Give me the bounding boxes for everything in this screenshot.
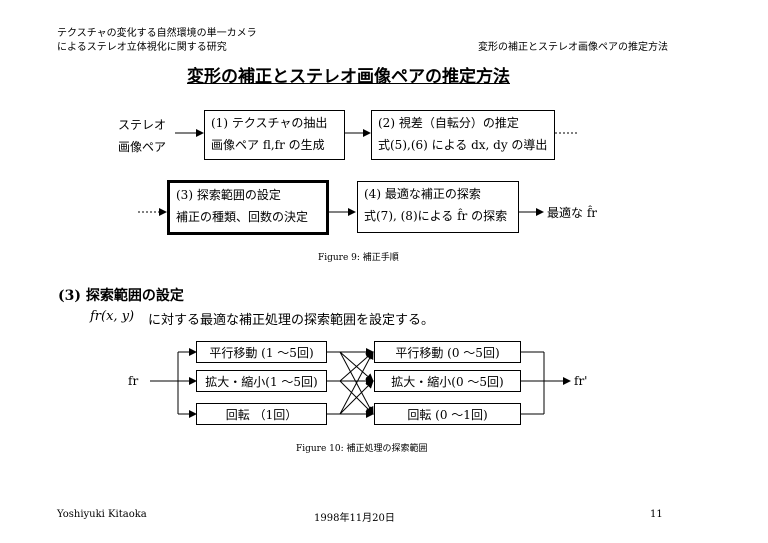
- right-box-scaling: 拡大・縮小(0 〜5回): [374, 370, 521, 392]
- left-box-translation: 平行移動 (1 〜5回): [196, 341, 327, 363]
- flow-box-4-line2: 式(7), (8)による f̂r の探索: [364, 209, 508, 223]
- flow-output-label: 最適な f̂r: [547, 206, 597, 220]
- flow-box-3-line1: (3) 探索範囲の設定: [176, 188, 281, 202]
- figure-9-caption: Figure 9: 補正手順: [318, 253, 399, 263]
- section-description: に対する最適な補正処理の探索範囲を設定する。: [148, 313, 435, 328]
- section-heading: (3) 探索範囲の設定: [58, 288, 184, 304]
- left-box-scaling: 拡大・縮小(1 〜5回): [196, 370, 327, 392]
- left-box-rotation: 回転 （1回）: [196, 403, 327, 425]
- figure-10-caption: Figure 10: 補正処理の探索範囲: [296, 444, 428, 454]
- right-box-translation: 平行移動 (0 〜5回): [374, 341, 521, 363]
- flow-box-1-line1: (1) テクスチャの抽出: [211, 116, 328, 130]
- flow-box-3-line2: 補正の種類、回数の決定: [176, 210, 309, 224]
- page-title: 変形の補正とステレオ画像ペアの推定方法: [187, 67, 510, 87]
- flow-box-2-line2: 式(5),(6) による dx, dy の導出: [378, 138, 548, 152]
- flow-box-3: (3) 探索範囲の設定 補正の種類、回数の決定: [167, 180, 329, 235]
- flow-box-1-line2: 画像ペア fl,fr の生成: [211, 138, 325, 152]
- flow-input-label-2: 画像ペア: [118, 140, 167, 154]
- search-output-label: fr': [574, 374, 588, 388]
- flow-input-label-1: ステレオ: [118, 118, 167, 132]
- header-left-line1: テクスチャの変化する自然環境の単一カメラ: [57, 28, 257, 39]
- flow-box-2-line1: (2) 視差（自転分）の推定: [378, 116, 519, 130]
- header-right: 変形の補正とステレオ画像ペアの推定方法: [478, 42, 668, 53]
- flow-box-2: (2) 視差（自転分）の推定 式(5),(6) による dx, dy の導出: [371, 110, 555, 160]
- flow-box-4-line1: (4) 最適な補正の探索: [364, 187, 481, 201]
- footer-author: Yoshiyuki Kitaoka: [57, 509, 147, 520]
- flow-box-4: (4) 最適な補正の探索 式(7), (8)による f̂r の探索: [357, 181, 519, 233]
- header-left-line2: によるステレオ立体視化に関する研究: [57, 42, 227, 53]
- footer-date: 1998年11月20日: [314, 513, 395, 524]
- search-input-label: fr: [128, 374, 139, 388]
- right-box-rotation: 回転 (0 〜1回): [374, 403, 521, 425]
- section-formula: fr(x, y): [90, 309, 135, 324]
- footer-page-number: 11: [650, 509, 663, 520]
- flow-box-1: (1) テクスチャの抽出 画像ペア fl,fr の生成: [204, 110, 345, 160]
